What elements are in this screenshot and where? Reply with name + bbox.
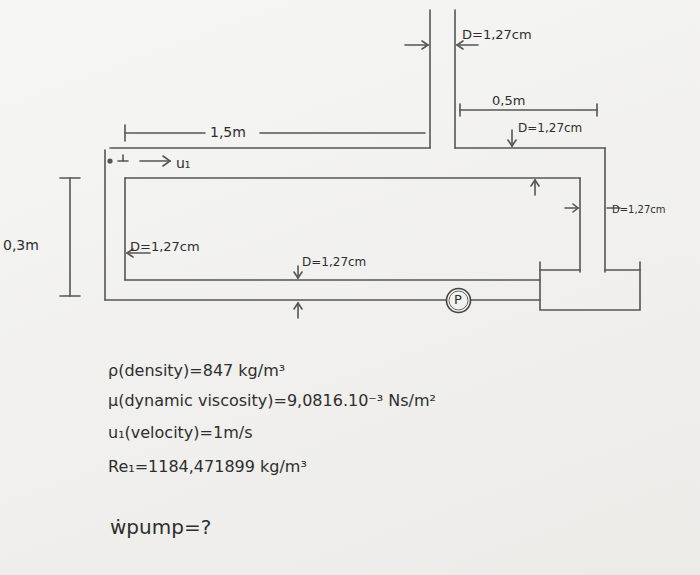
length-label: 1,5m: [210, 125, 246, 140]
diameter-label: D=1,27cm: [462, 28, 532, 42]
diameter-label: D=1,27cm: [130, 240, 200, 254]
pump-circle: P: [445, 287, 472, 314]
velocity-label: u₁: [176, 156, 191, 171]
height-label: 0,3m: [3, 238, 39, 253]
given-value: ρ(density)=847 kg/m³: [108, 362, 285, 380]
unknown-value: ẇpump=?: [110, 516, 211, 538]
diameter-label: D=1,27cm: [302, 256, 366, 269]
length-label: 0,5m: [492, 94, 525, 108]
diameter-label: D=1,27cm: [612, 204, 666, 215]
given-value: u₁(velocity)=1m/s: [108, 424, 252, 442]
given-value: Re₁=1184,471899 kg/m³: [108, 458, 307, 476]
given-value: μ(dynamic viscosity)=9,0816.10⁻³ Ns/m²: [108, 392, 436, 410]
pump-letter: P: [445, 293, 472, 307]
diameter-label: D=1,27cm: [518, 122, 582, 135]
